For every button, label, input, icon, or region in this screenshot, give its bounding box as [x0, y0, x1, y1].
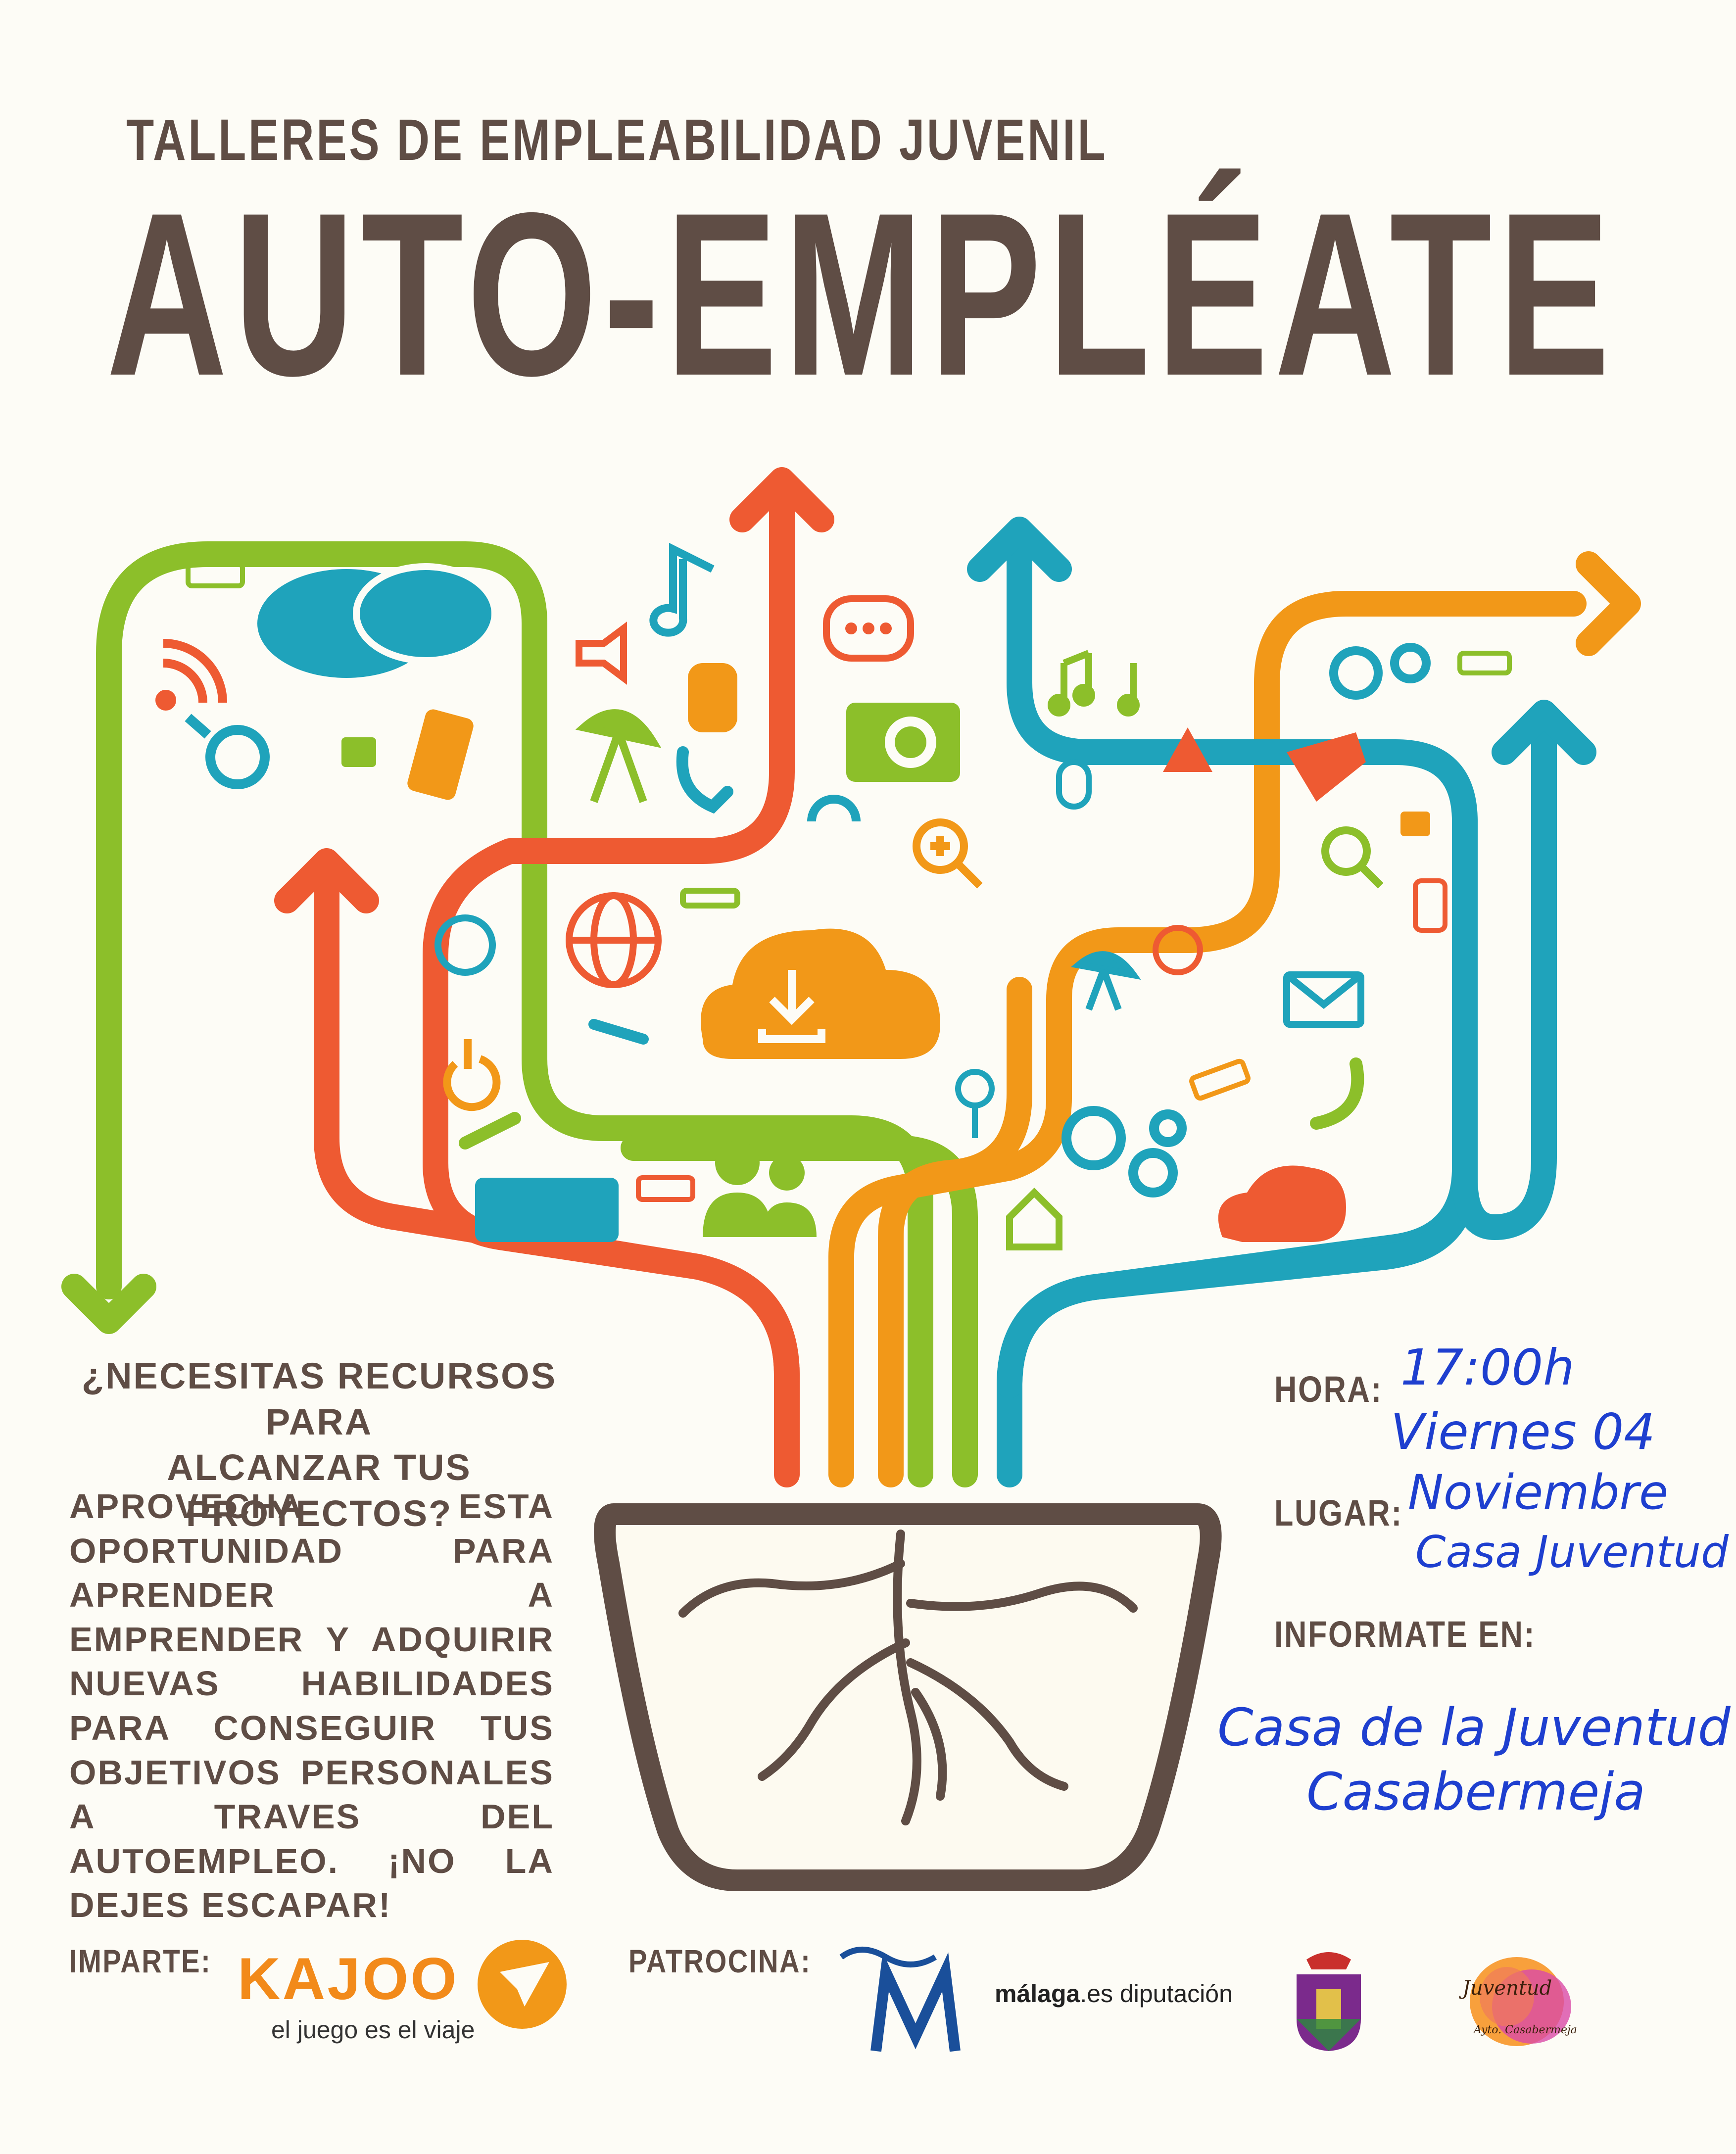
- malaga-text-rest: .es diputación: [1080, 1980, 1233, 2008]
- arrow-teal-right: [1492, 700, 1596, 765]
- usb-icon: [186, 562, 245, 588]
- music-note-icon: [649, 543, 715, 637]
- music-notes-icon: [1048, 650, 1140, 717]
- mobile-phone-icon: [407, 709, 474, 800]
- teal-line-far-right: [997, 1165, 1478, 1398]
- date-value: Viernes 04: [1391, 1403, 1655, 1461]
- kajoo-slogan: el juego es el viaje: [271, 2016, 475, 2044]
- headset-icon: [807, 795, 861, 822]
- key-icon: [341, 737, 376, 767]
- juventud-logo-sub: Ayto. Casabermeja: [1474, 2024, 1577, 2036]
- teal-line-far-right-2: [1452, 729, 1557, 1240]
- message-bubble-icon: [823, 595, 914, 662]
- email-icon: [1283, 971, 1364, 1028]
- casabermeja-crest-icon: [1297, 1952, 1361, 2051]
- hand-icon-right: [1287, 732, 1366, 802]
- arrow-green-down: [61, 1274, 156, 1334]
- month-value: Noviembre: [1408, 1465, 1669, 1520]
- hora-value: 17:00h: [1400, 1339, 1575, 1396]
- roots: [678, 1530, 1138, 1825]
- green-line-left: [96, 541, 933, 1487]
- red-line-inner: [423, 497, 800, 1388]
- informate-label: INFORMATE EN:: [1274, 1614, 1536, 1655]
- usb-icon-right: [1457, 651, 1512, 675]
- router-icon: [680, 888, 740, 909]
- users-icon: [703, 1141, 817, 1237]
- malaga-diputacion-text: málaga.es diputación: [995, 1979, 1233, 2008]
- zoom-in-icon: [913, 818, 983, 889]
- arrow-red-left: [274, 848, 379, 913]
- question-line-1: ¿NECESITAS RECURSOS PARA: [81, 1355, 557, 1442]
- phone-handset-icon-right: [1310, 1057, 1364, 1130]
- informate-line-2: Casabermeja: [1306, 1762, 1645, 1822]
- arrow-red-top: [729, 467, 834, 532]
- orange-line-second: [878, 977, 1032, 1487]
- cloud-speaker-icon: [1218, 1165, 1346, 1242]
- imparte-label: IMPARTE:: [69, 1943, 212, 1979]
- malaga-diputacion-logo-icon: [839, 1947, 961, 2052]
- chat-bubbles-icon: [257, 563, 498, 678]
- keyboard-icon: [475, 1178, 619, 1242]
- informate-line-1: Casa de la Juventud: [1217, 1697, 1731, 1758]
- arrow-orange-right: [1576, 551, 1641, 656]
- home-icon: [1006, 1188, 1062, 1250]
- arrow-teal-center: [967, 517, 1072, 582]
- warning-icon: [1163, 727, 1212, 772]
- mouse-icon: [1056, 759, 1092, 810]
- event-subtitle: TALLERES DE EMPLEABILIDAD JUVENIL: [126, 107, 1108, 173]
- gears-icon-lower: [1061, 1106, 1187, 1197]
- lugar-label: LUGAR:: [1274, 1492, 1403, 1533]
- globe-icon: [566, 892, 662, 988]
- wifi-icon: [155, 639, 227, 711]
- question-text: ¿NECESITAS RECURSOS PARA ALCANZAR TUS PR…: [72, 1353, 567, 1536]
- lock-icon: [1400, 812, 1430, 836]
- malaga-text-bold: málaga: [995, 1980, 1080, 2008]
- gears-icon: [1329, 643, 1431, 700]
- kajoo-name: KAJOO: [238, 1946, 459, 2012]
- at-sign-icon-right: [1153, 925, 1203, 975]
- hand-icon: [688, 663, 737, 732]
- event-title: AUTO-EMPLÉATE: [106, 164, 1617, 424]
- microphone-icon: [955, 1069, 995, 1138]
- wrench-icon-green: [459, 1112, 521, 1149]
- tree-illustration: [61, 467, 1641, 1891]
- cloud-download-icon: [701, 928, 940, 1059]
- camera-icon: [846, 703, 960, 782]
- mobile-icon-right: [1413, 878, 1447, 933]
- usb-icon-mid: [1189, 1058, 1251, 1101]
- kajoo-logo-icon: [478, 1940, 567, 2029]
- phone-handset-icon: [676, 746, 733, 814]
- at-sign-icon: [434, 914, 496, 976]
- wrench-icon: [588, 1019, 649, 1045]
- juventud-logo-word: Juventud: [1462, 1977, 1552, 2000]
- satellite-dish-icon: [575, 709, 662, 803]
- magnifier-icon: [185, 714, 270, 789]
- satellite-icon-right: [1071, 951, 1141, 1011]
- magnifier-icon-right: [1321, 826, 1384, 889]
- place-value: Casa Juventud: [1415, 1527, 1729, 1578]
- power-icon: [443, 1039, 501, 1111]
- juventud-logo-icon: [1470, 1957, 1571, 2046]
- description-text: APROVECHA ESTA OPORTUNIDAD PARA APRENDER…: [69, 1487, 554, 1925]
- patrocina-label: PATROCINA:: [628, 1943, 812, 1979]
- usb-icon-lower: [636, 1175, 695, 1202]
- question-line-2: ALCANZAR TUS PROYECTOS?: [167, 1447, 472, 1534]
- hora-label: HORA:: [1274, 1369, 1383, 1410]
- megaphone-icon: [576, 622, 627, 685]
